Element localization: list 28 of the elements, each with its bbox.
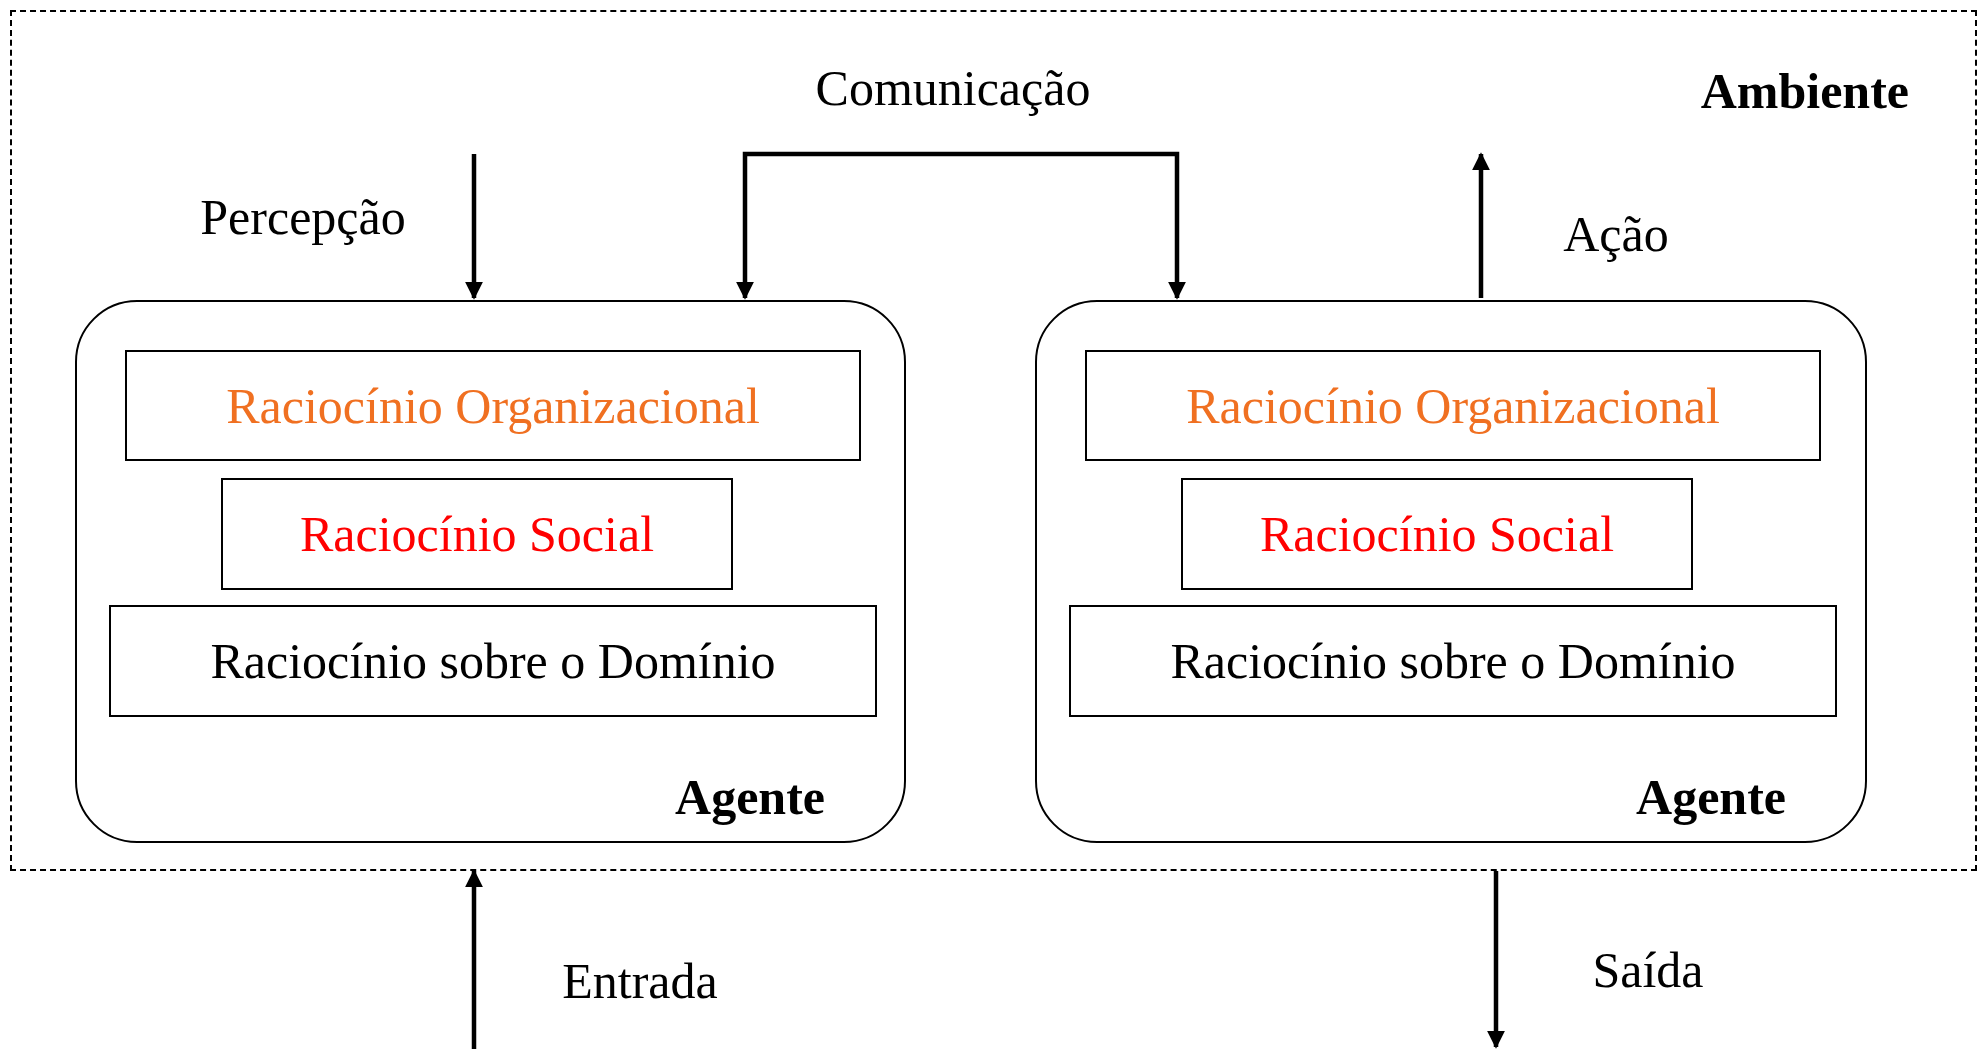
agent-label: Agente — [675, 770, 825, 825]
reasoning-label: Raciocínio sobre o Domínio — [210, 633, 776, 689]
reasoning-box — [221, 478, 733, 590]
environment-box — [10, 10, 1977, 871]
reasoning-box — [1181, 478, 1693, 590]
edge-label: Ação — [1563, 206, 1669, 262]
agent-label: Agente — [1636, 770, 1786, 825]
reasoning-label: Raciocínio Social — [1259, 506, 1615, 562]
environment-label: Ambiente — [1700, 64, 1909, 119]
arrow — [1487, 871, 1505, 1049]
edge-label: Percepção — [200, 189, 406, 245]
reasoning-box — [1069, 605, 1837, 717]
arrow — [736, 151, 1186, 300]
reasoning-label: Raciocínio sobre o Domínio — [1170, 633, 1736, 689]
reasoning-label: Raciocínio Organizacional — [226, 378, 760, 433]
agent-box — [75, 300, 906, 843]
reasoning-box — [109, 605, 877, 717]
reasoning-box — [125, 350, 861, 461]
edge-label: Saída — [1592, 942, 1704, 998]
reasoning-label: Raciocínio Organizacional — [1186, 378, 1720, 433]
edge-label: Comunicação — [815, 60, 1091, 116]
arrow — [465, 869, 483, 1049]
agent-box — [1035, 300, 1867, 843]
arrow — [1472, 152, 1490, 298]
arrow — [465, 154, 483, 300]
reasoning-box — [1085, 350, 1821, 461]
edge-label: Entrada — [562, 953, 718, 1009]
reasoning-label: Raciocínio Social — [299, 506, 655, 562]
